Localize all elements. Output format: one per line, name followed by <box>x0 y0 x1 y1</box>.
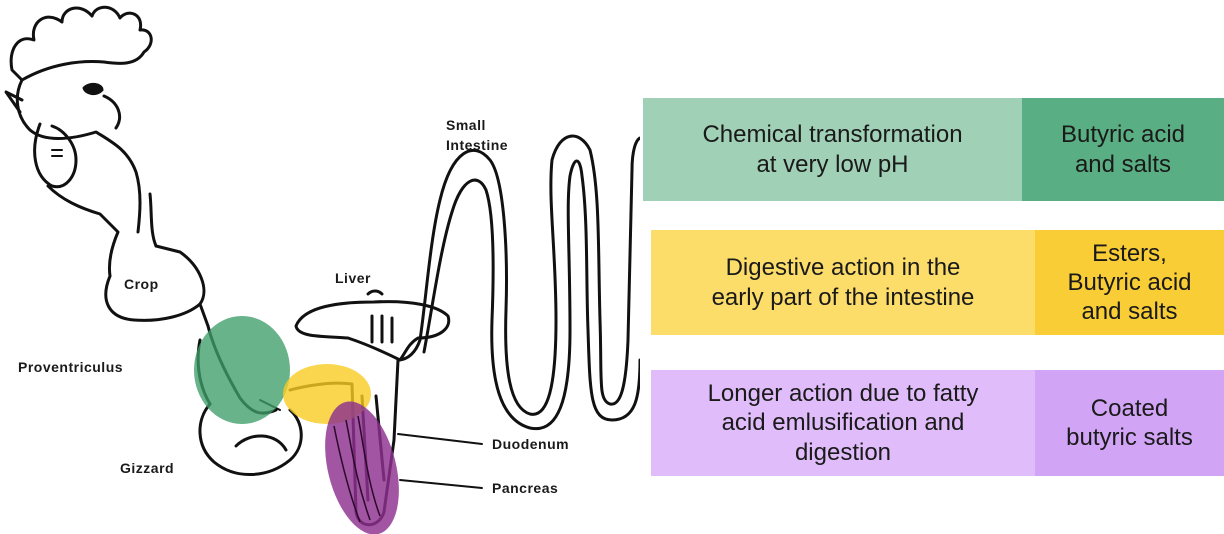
esophagus <box>48 186 118 276</box>
desc-line: acid emlusification and <box>708 408 979 437</box>
agent-line: Esters, <box>1067 239 1191 268</box>
row-agent: Butyric acid and salts <box>1022 98 1224 201</box>
row-agent: Coated butyric salts <box>1035 370 1224 476</box>
proventriculus-highlight <box>194 316 290 424</box>
agent-line: Butyric acid <box>1061 120 1185 149</box>
ear-lobe <box>104 96 120 128</box>
row-description: Longer action due to fatty acid emlusifi… <box>651 370 1035 476</box>
agent-line: Butyric acid <box>1067 268 1191 297</box>
row-agent: Esters, Butyric acid and salts <box>1035 230 1224 335</box>
label-pancreas: Pancreas <box>492 480 558 496</box>
agent-line: butyric salts <box>1066 423 1193 452</box>
row-digestive-action: Digestive action in the early part of th… <box>651 230 1224 335</box>
chicken-digestive-diagram: Small Intestine Crop Liver Proventriculu… <box>0 0 640 534</box>
agent-line: and salts <box>1067 297 1191 326</box>
label-small-intestine-1: Small <box>446 117 486 133</box>
desc-line: early part of the intestine <box>712 283 975 312</box>
row-chemical-transformation: Chemical transformation at very low pH B… <box>643 98 1224 201</box>
small-intestine <box>398 136 640 414</box>
label-gizzard: Gizzard <box>120 460 174 476</box>
desc-line: Digestive action in the <box>712 253 975 282</box>
row-longer-action: Longer action due to fatty acid emlusifi… <box>651 370 1224 476</box>
beak <box>6 92 22 112</box>
desc-line: Longer action due to fatty <box>708 379 979 408</box>
label-crop: Crop <box>124 276 159 292</box>
eye <box>84 84 102 93</box>
label-duodenum: Duodenum <box>492 436 569 452</box>
label-proventriculus: Proventriculus <box>18 359 123 375</box>
agent-line: and salts <box>1061 150 1185 179</box>
label-small-intestine-2: Intestine <box>446 137 508 153</box>
desc-line: digestion <box>708 438 979 467</box>
desc-line: Chemical transformation <box>702 120 962 149</box>
comb-outline <box>11 7 151 80</box>
label-liver: Liver <box>335 270 371 286</box>
agent-line: Coated <box>1066 394 1193 423</box>
row-description: Digestive action in the early part of th… <box>651 230 1035 335</box>
row-description: Chemical transformation at very low pH <box>643 98 1022 201</box>
desc-line: at very low pH <box>702 150 962 179</box>
